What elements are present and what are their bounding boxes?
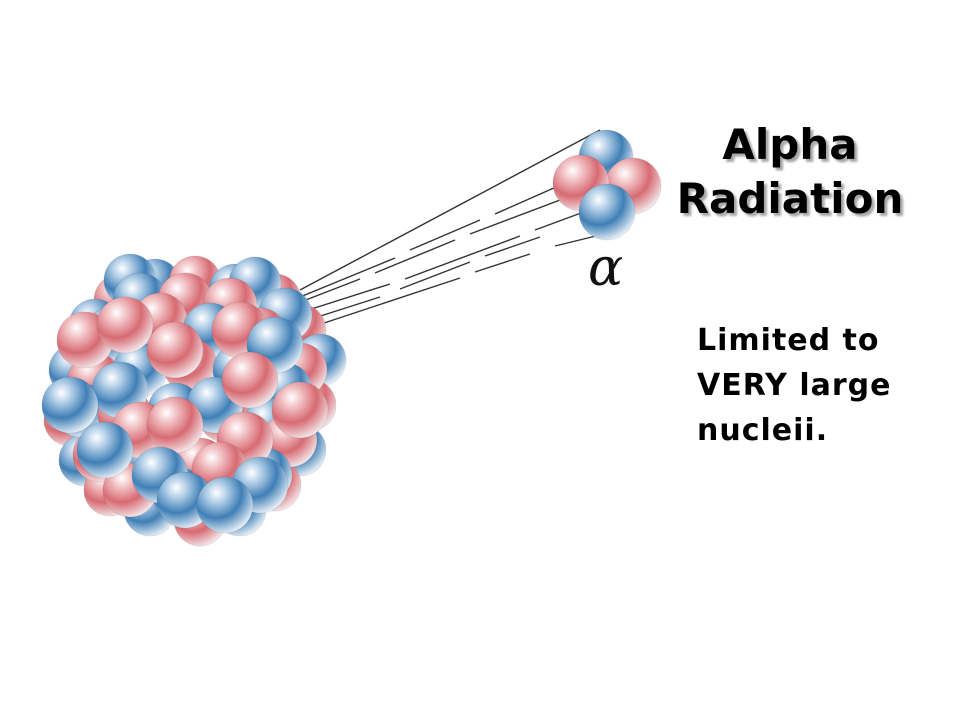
trail-line	[404, 235, 521, 280]
trail-line	[299, 257, 396, 298]
neutron-ball	[76, 421, 134, 479]
title-line-2: Radiation	[676, 174, 904, 223]
neutron-ball	[196, 476, 254, 534]
trail-line	[399, 261, 471, 290]
trail-line	[484, 236, 541, 257]
neutron-ball	[578, 183, 636, 241]
trail-line	[554, 234, 601, 247]
proton-ball	[221, 351, 279, 409]
proton-ball	[146, 321, 204, 379]
trail-line	[474, 253, 531, 273]
title-line-1: Alpha	[722, 120, 858, 169]
alpha-symbol: α	[588, 238, 624, 298]
proton-ball	[96, 296, 154, 354]
slide-title: Alpha Radiation	[660, 118, 920, 226]
neutron-ball	[41, 376, 99, 434]
proton-ball	[271, 381, 329, 439]
note-line-1: Limited to	[697, 323, 880, 358]
alpha-particle-icon	[552, 129, 662, 241]
atomic-nucleus-icon	[41, 253, 347, 547]
trail-line	[301, 283, 391, 313]
proton-ball	[146, 396, 204, 454]
note-line-2: VERY large	[697, 368, 892, 403]
trail-line	[374, 239, 456, 274]
note-text: Limited to VERY large nucleii.	[697, 318, 947, 453]
note-line-3: nucleii.	[697, 413, 829, 448]
trail-line	[311, 277, 461, 328]
motion-trail-lines	[297, 129, 601, 328]
trail-line	[297, 278, 361, 304]
trail-line	[409, 219, 481, 251]
trail-line	[299, 129, 601, 291]
